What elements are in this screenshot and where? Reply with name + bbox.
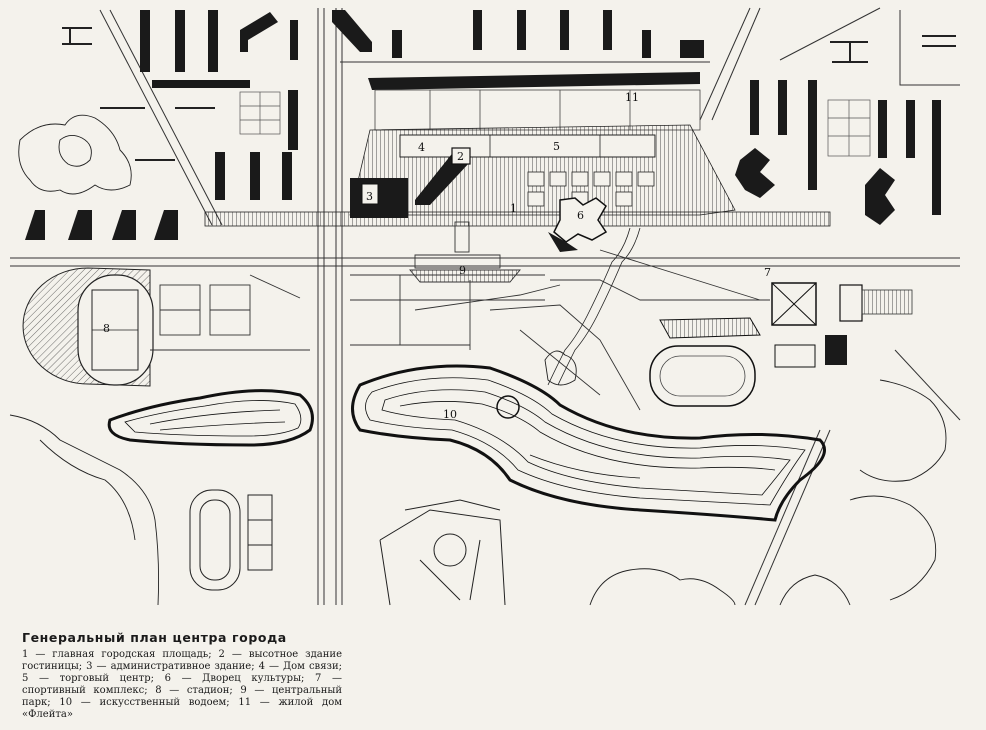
hotel-highrise [415,147,471,205]
marker-8: 8 [103,322,110,335]
marker-11: 11 [625,91,639,104]
marker-6: 6 [577,209,584,222]
grid-block-northwest [239,91,281,135]
residential-blocks-northeast [735,80,941,225]
artificial-reservoir [107,364,826,522]
palace-of-culture [548,197,608,252]
grid-block-northeast [827,99,871,157]
main-city-square [204,124,831,227]
plan-caption: Генеральный план центра города 1 — главн… [22,630,342,721]
marker-5: 5 [553,140,560,153]
marker-2: 2 [457,150,464,163]
stadium [22,267,154,387]
marker-10: 10 [443,408,457,421]
city-center-master-plan: 1 2 3 4 5 6 7 8 9 10 11 [9,7,961,606]
marker-9: 9 [459,264,466,277]
sports-fields-west [150,274,310,351]
small-buildings-northwest [62,27,215,161]
road-network [10,7,961,606]
administrative-building [350,178,408,218]
marker-4: 4 [418,141,425,154]
sports-complex [649,282,913,407]
tree-alley [547,227,641,386]
caption-title: Генеральный план центра города [22,630,287,645]
southern-complex [189,489,506,606]
small-buildings-northeast [830,35,956,63]
central-park [350,221,770,411]
residential-blocks-north [332,10,704,58]
caption-legend: 1 — главная городская площадь; 2 — высот… [22,649,342,720]
marker-3: 3 [366,190,373,203]
plan-markers: 1 2 3 4 5 6 7 8 9 10 11 [103,91,771,421]
marker-7: 7 [764,266,771,279]
woodland-outlines [9,114,947,606]
residential-blocks-northwest [25,10,298,240]
marker-1: 1 [510,202,517,215]
